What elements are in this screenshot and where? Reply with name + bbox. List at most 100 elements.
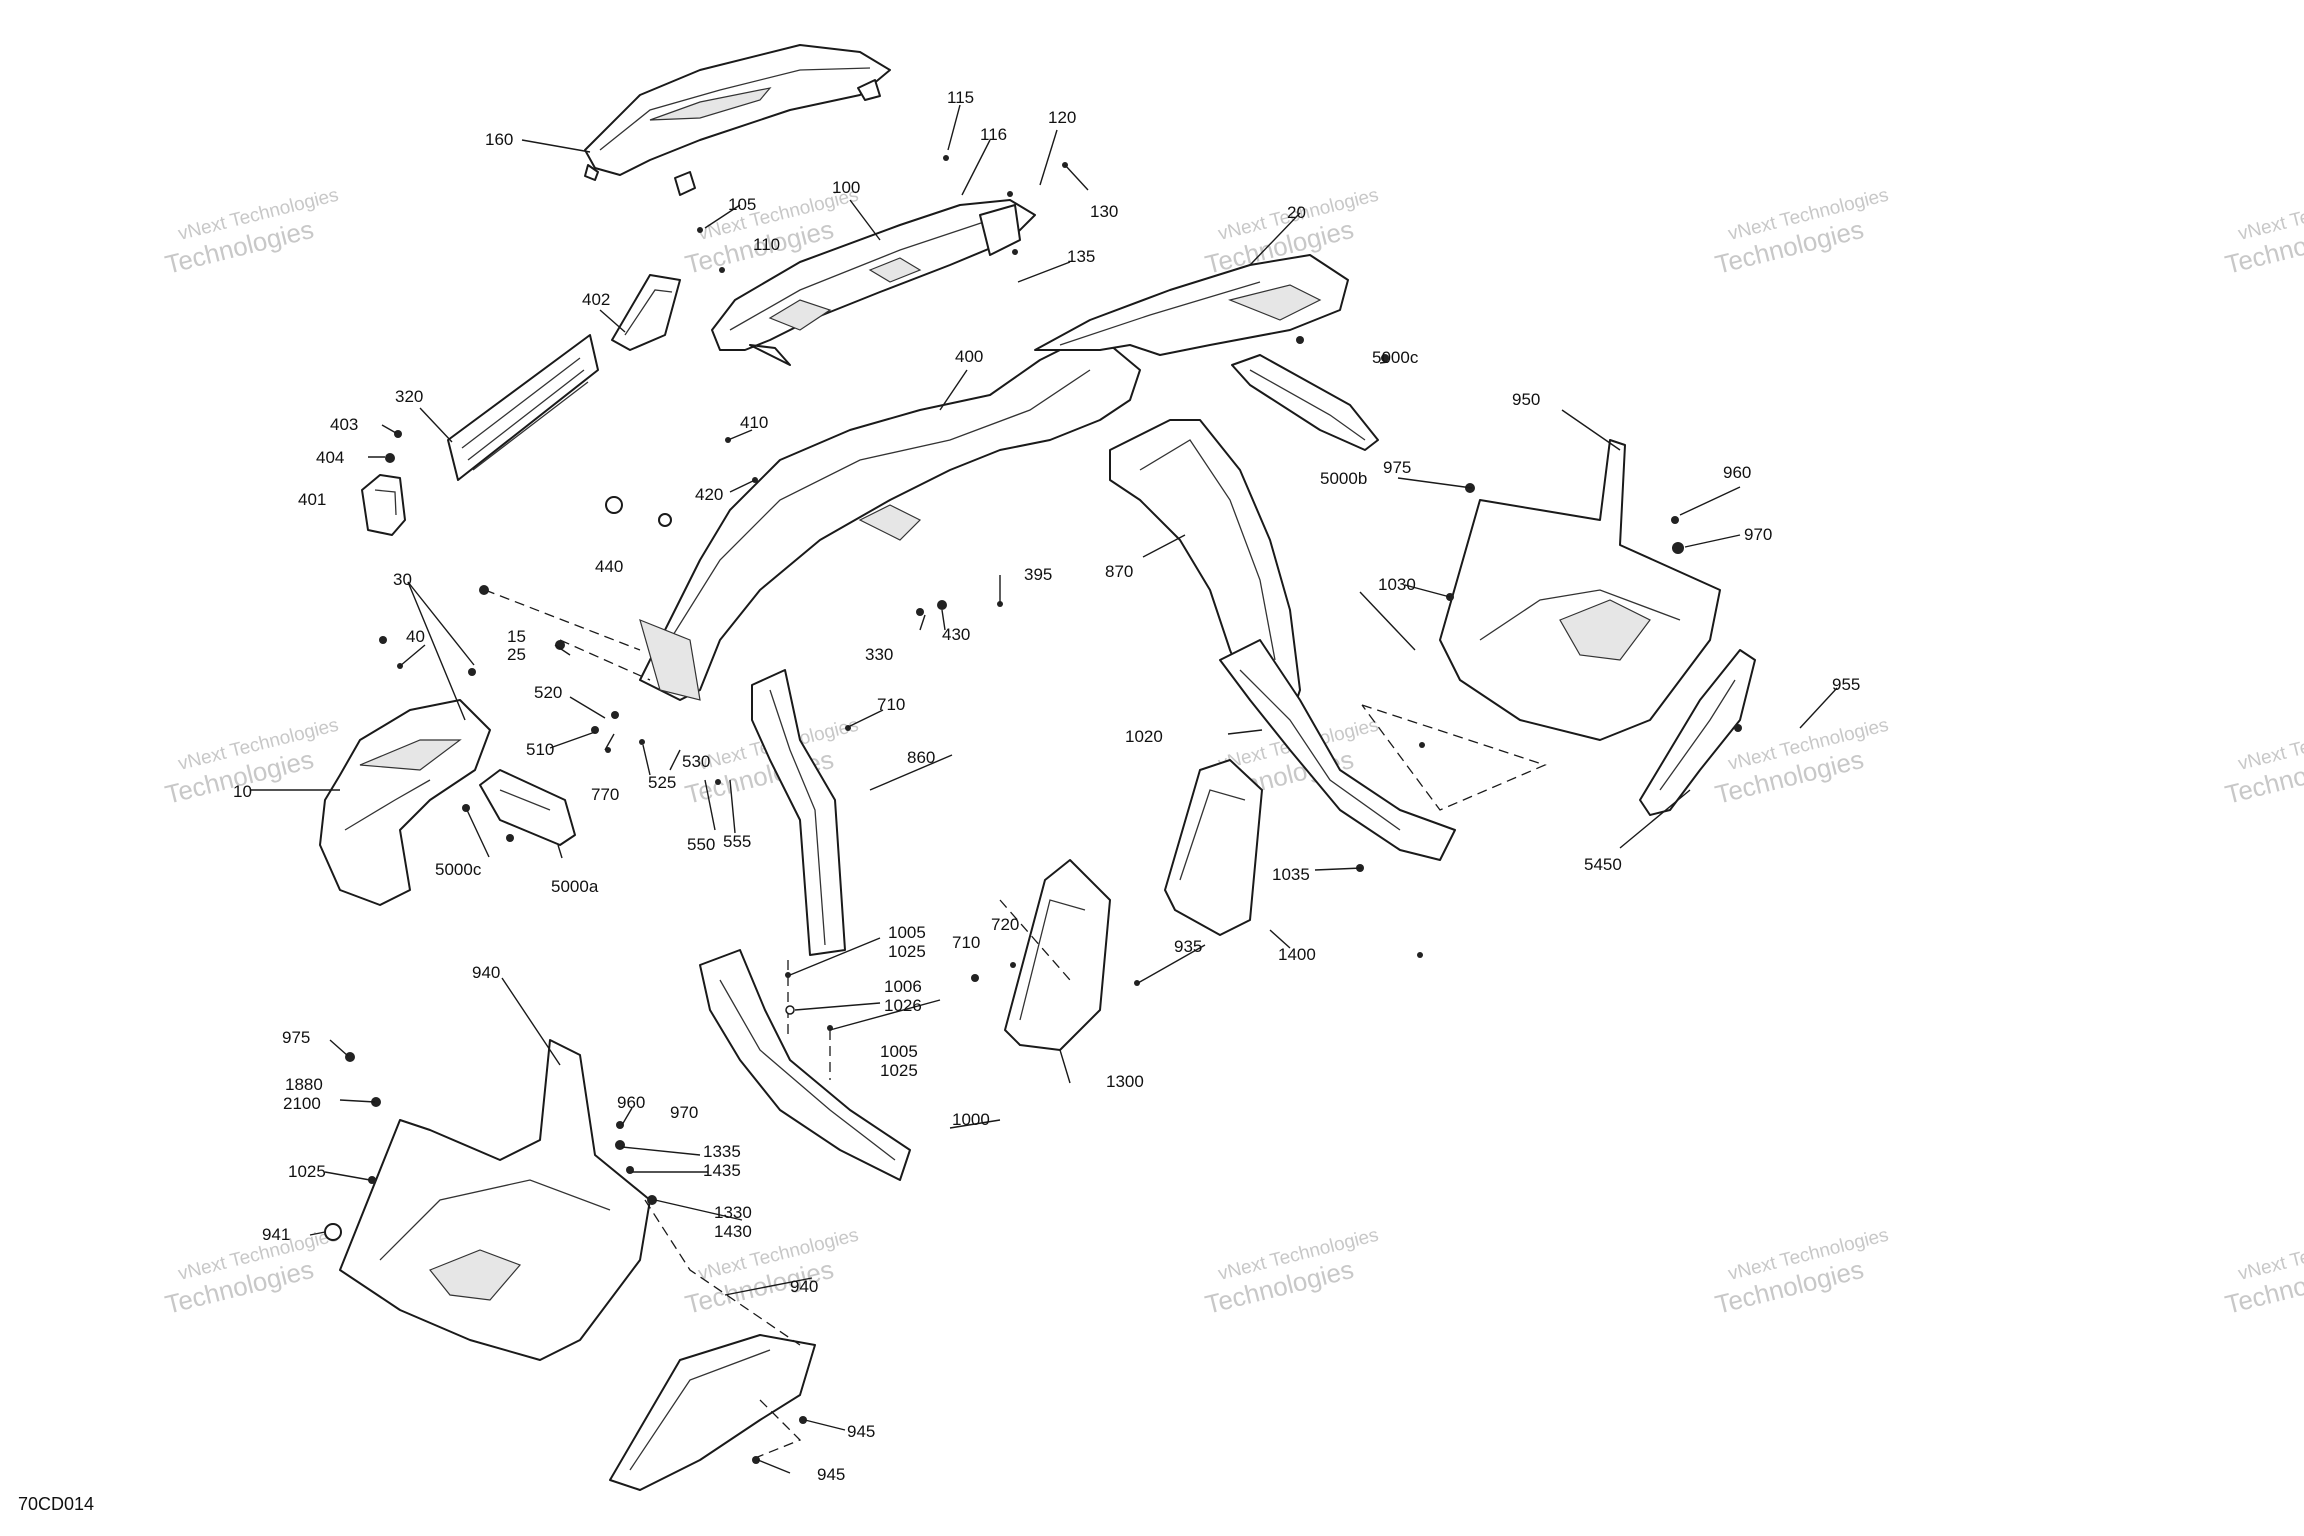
part-panel-1300 [1004, 859, 1111, 1051]
callout-label: 1005 [888, 923, 926, 942]
callout-label: 941 [262, 1225, 290, 1244]
screw-icon [626, 1166, 634, 1174]
plug-icon [324, 1223, 342, 1241]
callout-label: 525 [648, 773, 676, 792]
part-floor-panel-940 [339, 1039, 651, 1361]
part-bracket-402 [611, 274, 681, 351]
screw-icon [385, 453, 395, 463]
part-lower-guard [609, 1334, 816, 1491]
screw-icon [785, 972, 791, 978]
callout-label: 970 [670, 1103, 698, 1122]
part-pillar-860 [751, 669, 846, 956]
callout-label: 975 [282, 1028, 310, 1047]
callout-label: 330 [865, 645, 893, 664]
callout-label: 960 [1723, 463, 1751, 482]
parts [319, 44, 1756, 1491]
part-sill-1000 [699, 949, 911, 1181]
callout-label: 30 [393, 570, 412, 589]
screw-icon [462, 804, 470, 812]
screw-icon [697, 227, 703, 233]
screw-icon [479, 585, 489, 595]
callout-label: 5450 [1584, 855, 1622, 874]
screw-icon [1734, 724, 1742, 732]
grommet-icon [605, 496, 623, 514]
screw-icon [971, 974, 979, 982]
watermark: vNext Technologies Technologies [2222, 1225, 2304, 1320]
nut-icon [371, 1097, 381, 1107]
callout-label: 1030 [1378, 575, 1416, 594]
assembly-lines [484, 589, 1547, 1461]
callout-label: 860 [907, 748, 935, 767]
callout-label: 25 [507, 645, 526, 664]
part-guard-5450 [1639, 649, 1756, 816]
callout-label: 1435 [703, 1161, 741, 1180]
screw-icon [1007, 191, 1013, 197]
callout-label: 400 [955, 347, 983, 366]
callout-label: 1025 [288, 1162, 326, 1181]
callout-labels: 115 116 120 130 160 100 105 110 135 20 4… [233, 88, 1860, 1484]
callout-label: 720 [991, 915, 1019, 934]
callout-label: 1035 [1272, 865, 1310, 884]
callout-label: 403 [330, 415, 358, 434]
callout-label: 555 [723, 832, 751, 851]
callout-label: 40 [406, 627, 425, 646]
callout-label: 116 [980, 125, 1007, 144]
callout-label: 100 [832, 178, 860, 197]
nut-icon [647, 1195, 657, 1205]
callout-label: 5000b [1320, 469, 1367, 488]
screw-icon [799, 1416, 807, 1424]
part-sill-1020 [1219, 639, 1456, 861]
callout-label: 1025 [888, 942, 926, 961]
callout-label: 960 [617, 1093, 645, 1112]
callout-label: 510 [526, 740, 554, 759]
watermark: vNext Technologies Technologies [162, 185, 341, 280]
callout-label: 975 [1383, 458, 1411, 477]
callout-label: 770 [591, 785, 619, 804]
screw-icon [1417, 952, 1423, 958]
callout-label: 940 [790, 1277, 818, 1296]
screw-icon [506, 834, 514, 842]
part-bracket-5000b [1231, 354, 1379, 451]
screw-icon [752, 1456, 760, 1464]
callout-label: 5000c [1372, 348, 1419, 367]
part-grille-320 [447, 334, 599, 481]
callout-label: 420 [695, 485, 723, 504]
screw-icon [916, 608, 924, 616]
watermark: vNext Technologies Technologies [682, 1225, 861, 1320]
callout-label: 15 [507, 627, 526, 646]
screw-icon [368, 1176, 376, 1184]
callout-label: 5000a [551, 877, 599, 896]
washer-icon [658, 513, 672, 527]
nut-icon [1672, 542, 1684, 554]
callout-label: 1430 [714, 1222, 752, 1241]
screw-icon [719, 267, 725, 273]
callout-label: 955 [1832, 675, 1860, 694]
watermark: vNext Technologies Technologies [1712, 1225, 1891, 1320]
callout-label: 710 [877, 695, 905, 714]
screw-icon [611, 711, 619, 719]
callout-label: 402 [582, 290, 610, 309]
callout-label: 1335 [703, 1142, 741, 1161]
callout-label: 1400 [1278, 945, 1316, 964]
callout-label: 430 [942, 625, 970, 644]
part-panel-1400 [1164, 759, 1263, 936]
watermark: vNext Technologies Technologies [162, 1225, 341, 1320]
callout-label: 945 [847, 1422, 875, 1441]
part-rear-bracket [711, 199, 1036, 366]
callout-label: 1005 [880, 1042, 918, 1061]
callout-label: 940 [472, 963, 500, 982]
callout-label: 1300 [1106, 1072, 1144, 1091]
watermark: vNext Technologies Technologies [1712, 185, 1891, 280]
callout-label: 1006 [884, 977, 922, 996]
watermark: vNext Technologies Technologies [2222, 185, 2304, 280]
part-floor-panel-950 [1439, 439, 1721, 741]
watermark: vNext Technologies Technologies [162, 715, 341, 810]
watermark: vNext Technologies Technologies [1202, 1225, 1381, 1320]
callout-label: 404 [316, 448, 344, 467]
callout-label: 20 [1287, 203, 1306, 222]
callout-label: 135 [1067, 247, 1095, 266]
nut-icon [345, 1052, 355, 1062]
screw-icon [394, 430, 402, 438]
callout-label: 1026 [884, 996, 922, 1015]
